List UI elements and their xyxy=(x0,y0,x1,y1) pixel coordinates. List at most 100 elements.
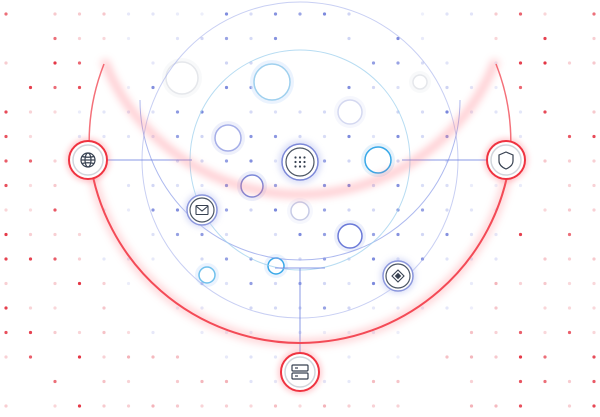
grid-dot xyxy=(224,355,229,359)
grid-dot xyxy=(592,208,596,212)
grid-dot xyxy=(126,281,131,286)
grid-dot xyxy=(249,306,253,310)
grid-dot xyxy=(445,61,449,65)
grid-dot xyxy=(567,208,572,212)
grid-dot xyxy=(102,12,106,16)
grid-dot xyxy=(224,232,229,237)
grid-dot xyxy=(224,208,229,212)
grid-dot xyxy=(347,306,351,310)
shield-node[interactable] xyxy=(484,138,528,182)
grid-dot xyxy=(543,257,547,261)
grid-dot xyxy=(151,355,155,359)
grid-dot xyxy=(322,134,327,139)
grid-dot xyxy=(518,379,523,384)
grid-dot xyxy=(273,404,278,408)
grid-dot xyxy=(469,208,474,212)
grid-dot xyxy=(567,232,572,237)
apps-grid-icon xyxy=(294,156,306,168)
grid-dot xyxy=(494,85,498,90)
grid-dot xyxy=(200,232,204,237)
grid-dot xyxy=(4,257,8,261)
globe-node[interactable] xyxy=(66,138,110,182)
grid-dot xyxy=(469,183,474,188)
grid-dot xyxy=(28,355,33,359)
grid-dot xyxy=(371,404,376,408)
grid-dot xyxy=(28,110,33,114)
grid-dot xyxy=(102,379,106,384)
grid-dot xyxy=(53,306,57,310)
grid-dot xyxy=(592,110,596,114)
outer-blue-ring xyxy=(139,99,461,261)
grid-dot xyxy=(53,159,57,163)
grid-dot xyxy=(347,85,351,90)
grid-dot xyxy=(28,330,33,335)
grid-dot xyxy=(273,281,278,286)
grid-dot xyxy=(28,159,33,163)
diamond-node[interactable] xyxy=(380,258,416,294)
bubble xyxy=(364,146,392,174)
grid-dot xyxy=(126,330,131,335)
grid-dot xyxy=(322,12,327,16)
grid-dot xyxy=(53,110,57,114)
grid-dot xyxy=(445,232,449,237)
grid-dot xyxy=(175,110,180,114)
grid-dot xyxy=(200,183,204,188)
grid-dot xyxy=(249,36,253,41)
grid-dot xyxy=(543,36,547,41)
grid-dot xyxy=(77,36,82,41)
apps-node[interactable] xyxy=(278,140,322,184)
grid-dot xyxy=(592,306,596,310)
bubble xyxy=(165,61,199,95)
grid-dot xyxy=(396,232,400,237)
grid-dot xyxy=(126,183,131,188)
grid-dot xyxy=(567,159,572,163)
grid-dot xyxy=(543,330,547,335)
grid-dot xyxy=(420,36,425,41)
grid-dot xyxy=(322,379,327,384)
mail-node[interactable] xyxy=(184,192,220,228)
grid-dot xyxy=(396,330,400,335)
grid-dot xyxy=(347,159,351,163)
grid-dot xyxy=(77,257,82,261)
grid-dot xyxy=(445,257,449,261)
grid-dot xyxy=(273,134,278,139)
grid-dot xyxy=(53,404,57,408)
grid-dot xyxy=(322,232,327,237)
grid-dot xyxy=(200,404,204,408)
grid-dot xyxy=(592,281,596,286)
server-node[interactable] xyxy=(278,350,322,394)
grid-dot xyxy=(420,12,425,16)
grid-dot xyxy=(126,12,131,16)
grid-dot xyxy=(445,355,449,359)
grid-dot xyxy=(347,281,351,286)
grid-dot xyxy=(396,85,400,90)
grid-dot xyxy=(102,257,106,261)
grid-dot xyxy=(420,232,425,237)
grid-dot xyxy=(494,257,498,261)
grid-dot xyxy=(77,232,82,237)
grid-dot xyxy=(567,257,572,261)
grid-dot xyxy=(102,36,106,41)
grid-dot xyxy=(420,134,425,139)
apps-grid-dot xyxy=(303,165,306,168)
grid-dot xyxy=(102,110,106,114)
grid-dot xyxy=(592,134,596,139)
grid-dot xyxy=(396,379,400,384)
grid-dot xyxy=(543,306,547,310)
grid-dot xyxy=(273,12,278,16)
grid-dot xyxy=(77,404,82,408)
grid-dot xyxy=(592,330,596,335)
grid-dot xyxy=(126,404,131,408)
grid-dot xyxy=(102,306,106,310)
apps-grid-dot xyxy=(298,165,302,168)
mail-icon xyxy=(195,204,209,216)
grid-dot xyxy=(77,61,82,65)
grid-dot xyxy=(175,36,180,41)
grid-dot xyxy=(249,110,253,114)
grid-dot xyxy=(224,404,229,408)
grid-dot xyxy=(518,355,523,359)
grid-dot xyxy=(592,61,596,65)
grid-dot xyxy=(151,232,155,237)
grid-dot xyxy=(273,36,278,41)
grid-dot xyxy=(445,183,449,188)
